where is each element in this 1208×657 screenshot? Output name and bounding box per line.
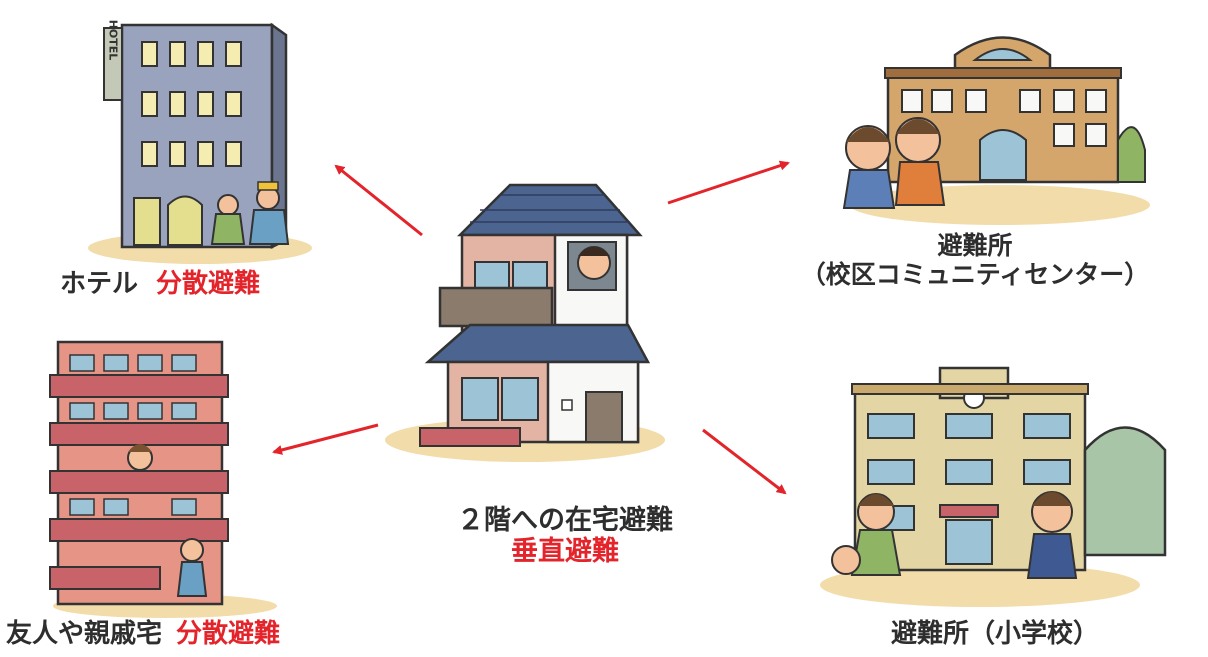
community-line1: 避難所 xyxy=(937,231,1013,260)
hotel-name: ホテル xyxy=(60,269,139,299)
center-line1: ２階への在宅避難 xyxy=(457,505,673,536)
community-line2: （校区コミュニティセンター） xyxy=(800,259,1150,289)
hotel-label: ホテル分散避難 xyxy=(60,269,261,300)
house-icon xyxy=(385,183,665,462)
arrows xyxy=(272,160,790,495)
arrow-to-community xyxy=(667,160,790,205)
friends-tag: 分散避難 xyxy=(176,619,281,649)
arrow-to-friends xyxy=(272,423,379,455)
arrow-to-school xyxy=(702,428,787,495)
apartment-building-icon xyxy=(49,340,277,618)
hotel-sign-text: HOTEL xyxy=(107,20,120,61)
school-building-icon xyxy=(820,366,1167,607)
community-center-icon xyxy=(842,36,1150,225)
friends-label: 友人や親戚宅分散避難 xyxy=(6,619,281,650)
friends-name: 友人や親戚宅 xyxy=(6,619,163,649)
community-label: 避難所 （校区コミュニティセンター） xyxy=(760,231,1190,290)
school-label: 避難所（小学校） xyxy=(890,619,1099,649)
center-line2: 垂直避難 xyxy=(511,536,619,568)
hotel-building-icon: HOTEL xyxy=(88,20,312,264)
hotel-tag: 分散避難 xyxy=(156,269,261,299)
center-label: ２階への在宅避難 垂直避難 xyxy=(400,505,730,567)
arrow-to-hotel xyxy=(334,164,423,237)
